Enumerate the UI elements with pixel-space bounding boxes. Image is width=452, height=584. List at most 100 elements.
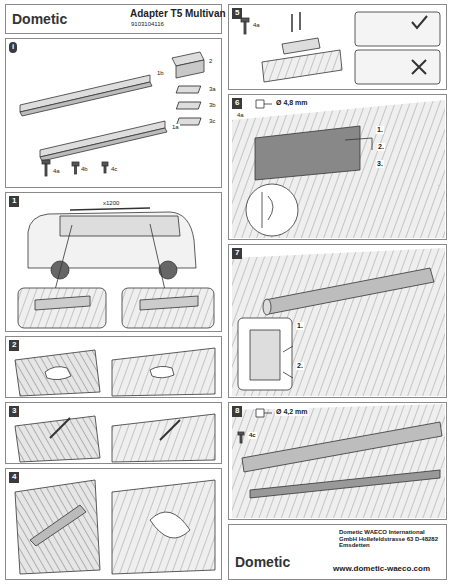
roof-steps [160,420,180,440]
van-figure [150,224,165,290]
callout-number: 4a [236,112,245,119]
roof-steps [150,512,190,538]
parts-overview [20,82,152,116]
step6-figure [232,100,445,238]
van-figure [122,288,214,328]
roof-steps [112,480,215,574]
drill-icons [256,409,272,417]
step5-figure [241,12,440,84]
step7-figure [283,346,293,378]
van-figure [70,208,150,210]
step-number: 6 [232,98,242,109]
step-number: 2 [9,340,19,351]
parts-overview [72,162,79,166]
van-figure [55,225,72,290]
callout-number: 1. [296,322,304,330]
callout-number: 2. [296,362,304,370]
callout-number: 4b [80,166,89,173]
roof-steps [50,418,70,438]
title: Adapter T5 Multivan [130,8,226,19]
parts-overview [40,128,167,161]
drill-size: Ø 4,2 mm [275,408,309,416]
step5-figure [355,50,440,84]
step8-figure [250,470,440,498]
step8-figure [238,432,244,435]
parts-overview [177,118,202,125]
van-figure [35,296,90,310]
step5-figure [412,60,426,74]
step6-figure [255,126,360,180]
step5-figure [355,12,440,46]
parts-overview [176,102,201,109]
footer-panel: Dometic Dometic WAECO International GmbH … [228,524,447,580]
step-panel: 4 [5,468,222,580]
parts-overview [40,121,165,157]
callout-number: 2 [208,58,213,65]
step6-figure [246,184,298,236]
callout-number: 1. [376,126,384,134]
parts-overview [176,86,201,93]
parts-overview [102,162,108,166]
parts-overview [42,160,50,164]
parts-overview [75,166,77,174]
step7-figure [265,268,434,314]
company-text: Dometic WAECO International GmbH Hollefe… [339,529,439,549]
callout-number: 4c [248,432,257,439]
drill-icons [256,100,272,417]
parts-overview [45,164,47,176]
step7-figure [250,330,280,380]
callout-number: 2. [377,143,385,151]
brand-logo: Dometic [12,12,67,27]
company-text: www.dometic-waeco.com [333,565,430,574]
step-number: 7 [232,248,242,259]
van-figure [60,216,180,236]
step5-figure [244,22,246,34]
step-number: 8 [232,406,242,417]
roof-steps [150,366,174,377]
step-number: i [9,42,17,53]
brand-logo: Dometic [235,555,290,570]
roof-steps [15,350,100,396]
step-panel: 1 [5,192,222,332]
parts-overview [176,60,204,78]
step-panel: 7 [228,244,447,398]
step6-figure [232,100,445,238]
step7-figure [232,248,445,396]
callout-number: 3. [376,160,384,168]
step7-figure [232,248,445,396]
roof-steps [30,505,86,546]
step-panel: 8 [228,402,447,520]
step-panel: 3 [5,402,222,464]
step8-figure [232,404,445,518]
roof-steps [112,348,215,396]
drill-icons [256,100,272,108]
step-panel: 2 [5,336,222,398]
step8-figure [240,435,242,443]
roof-steps [15,416,100,462]
step-number: 3 [9,406,19,417]
parts-overview [42,160,108,176]
step-number: 1 [9,196,19,207]
callout-number: 1a [171,124,180,131]
step6-figure [262,192,273,228]
callout-number: 3c [208,118,216,125]
roof-steps [15,480,100,574]
article-number: 9103104116 [130,21,165,28]
parts-overview [104,166,106,173]
step5-figure [262,50,342,82]
callout-number: 4a [52,168,61,175]
callout-number: 4a [252,22,261,29]
roof-steps [15,348,215,574]
parts-overview [20,75,150,112]
step8-figure [242,422,442,472]
drill-size: Ø 4,8 mm [275,99,309,107]
step5-figure [412,16,427,28]
step-number: 5 [232,8,242,19]
step5-figure [282,38,320,54]
van-figure [140,296,198,310]
step7-figure [238,318,292,390]
step-number: 4 [9,472,19,483]
callout-number: 4c [110,166,118,173]
step-panel: 5 [228,4,447,90]
